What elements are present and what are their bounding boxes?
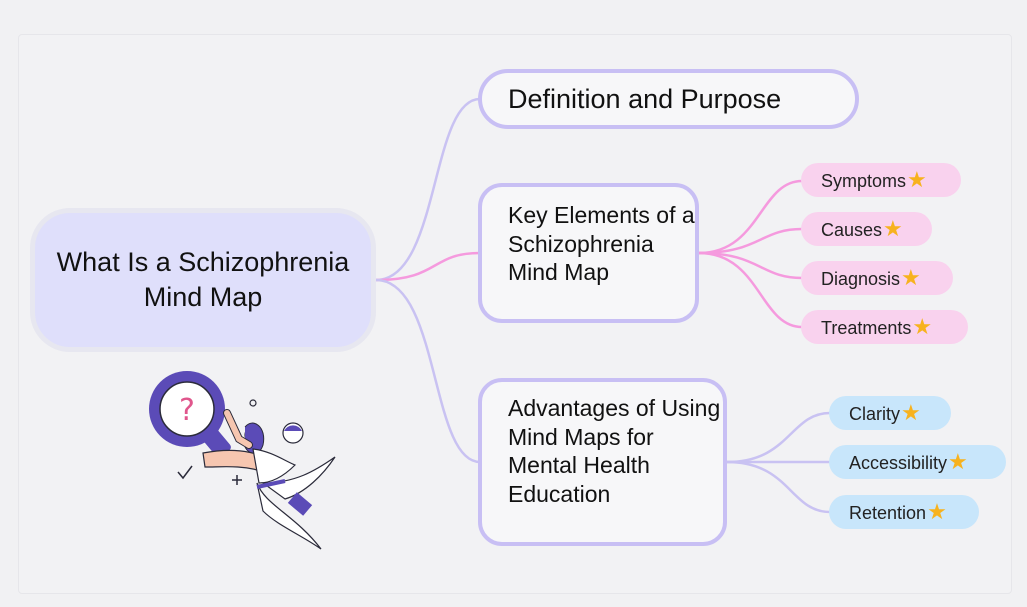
star-icon: ★ (927, 499, 947, 524)
leaf-symptoms[interactable]: Symptoms★ (801, 163, 961, 197)
leaf-label: Clarity (849, 404, 901, 424)
leaf-label: Diagnosis (821, 269, 901, 289)
branch-label: Key Elements of a Schizophrenia Mind Map (508, 202, 695, 285)
root-node[interactable]: What Is a Schizophrenia Mind Map (30, 208, 376, 352)
star-icon: ★ (901, 265, 921, 290)
branch-label: Definition and Purpose (508, 84, 782, 114)
link-root-advantages (375, 278, 481, 464)
magnifier-question-illustration: ? (149, 371, 336, 550)
link-clarity (726, 411, 831, 464)
link-retention (726, 460, 831, 514)
leaf-retention[interactable]: Retention★ (829, 495, 979, 529)
leaf-label: Causes (821, 220, 883, 240)
star-icon: ★ (948, 449, 968, 474)
leaf-label: Symptoms (821, 171, 907, 191)
leaf-treatments[interactable]: Treatments★ (801, 310, 968, 344)
leaf-label: Retention (849, 503, 927, 523)
branch-key-elements[interactable]: Key Elements of a Schizophrenia Mind Map (478, 183, 699, 323)
link-root-definition (375, 97, 481, 282)
leaf-causes[interactable]: Causes★ (801, 212, 932, 246)
svg-text:?: ? (179, 393, 195, 428)
branch-label: Advantages of Using Mind Maps for Mental… (508, 395, 721, 507)
branch-advantages[interactable]: Advantages of Using Mind Maps for Mental… (478, 378, 727, 546)
star-icon: ★ (907, 167, 927, 192)
link-symptoms (698, 179, 803, 255)
leaf-diagnosis[interactable]: Diagnosis★ (801, 261, 953, 295)
leaf-clarity[interactable]: Clarity★ (829, 396, 951, 430)
link-root-key-elements (375, 251, 481, 282)
star-icon: ★ (901, 400, 921, 425)
branch-definition[interactable]: Definition and Purpose (478, 69, 859, 129)
link-causes (698, 227, 803, 255)
root-title: What Is a Schizophrenia Mind Map (56, 247, 350, 312)
star-icon: ★ (912, 314, 933, 339)
link-diagnosis (698, 251, 803, 280)
link-treatments (698, 251, 803, 329)
leaf-accessibility[interactable]: Accessibility★ (829, 445, 1006, 479)
star-icon: ★ (883, 216, 903, 241)
leaf-label: Accessibility (849, 453, 948, 473)
leaf-label: Treatments (821, 318, 912, 338)
